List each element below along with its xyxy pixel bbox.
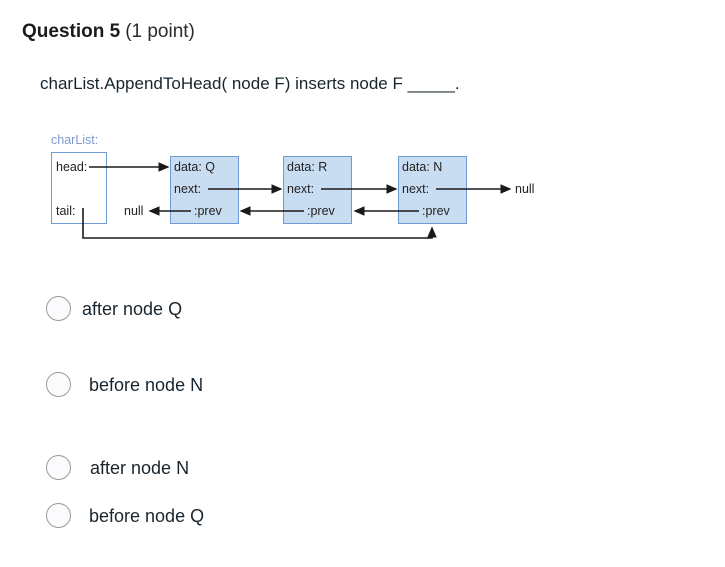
node-r-data-label: data: R <box>287 160 328 174</box>
option-row-0[interactable]: after node Q <box>46 296 182 321</box>
node-r-prev-label: :prev <box>307 204 335 218</box>
node-n-next-label: next: <box>402 182 430 196</box>
option-row-2[interactable]: after node N <box>46 455 189 480</box>
option-label-1: before node N <box>89 374 204 395</box>
node-r-next-label: next: <box>287 182 315 196</box>
radio-button-3[interactable] <box>46 503 71 528</box>
option-label-3: before node Q <box>89 505 205 526</box>
question-header: Question 5(1 point) <box>22 20 195 44</box>
question-points: (1 point) <box>125 21 195 42</box>
null-label-right: null <box>515 182 535 196</box>
charlist-caption: charList: <box>51 133 99 147</box>
node-n-data-label: data: N <box>402 160 443 174</box>
node-q-prev-label: :prev <box>194 204 222 218</box>
head-field-label: head: <box>56 160 88 174</box>
option-row-1[interactable]: before node N <box>46 372 203 397</box>
option-row-3[interactable]: before node Q <box>46 503 204 528</box>
radio-button-2[interactable] <box>46 455 71 480</box>
radio-button-1[interactable] <box>46 372 71 397</box>
tail-field-label: tail: <box>56 204 76 218</box>
null-label-left: null <box>124 204 144 218</box>
node-q-data-label: data: Q <box>174 160 215 174</box>
question-prompt-text: charList.AppendToHead( node F) inserts n… <box>40 74 460 93</box>
option-label-0: after node Q <box>82 298 183 319</box>
node-q-next-label: next: <box>174 182 202 196</box>
charlist-box <box>51 152 107 224</box>
option-label-2: after node N <box>90 457 190 478</box>
node-n-prev-label: :prev <box>422 204 450 218</box>
radio-button-0[interactable] <box>46 296 71 321</box>
question-number: Question 5 <box>22 21 121 42</box>
